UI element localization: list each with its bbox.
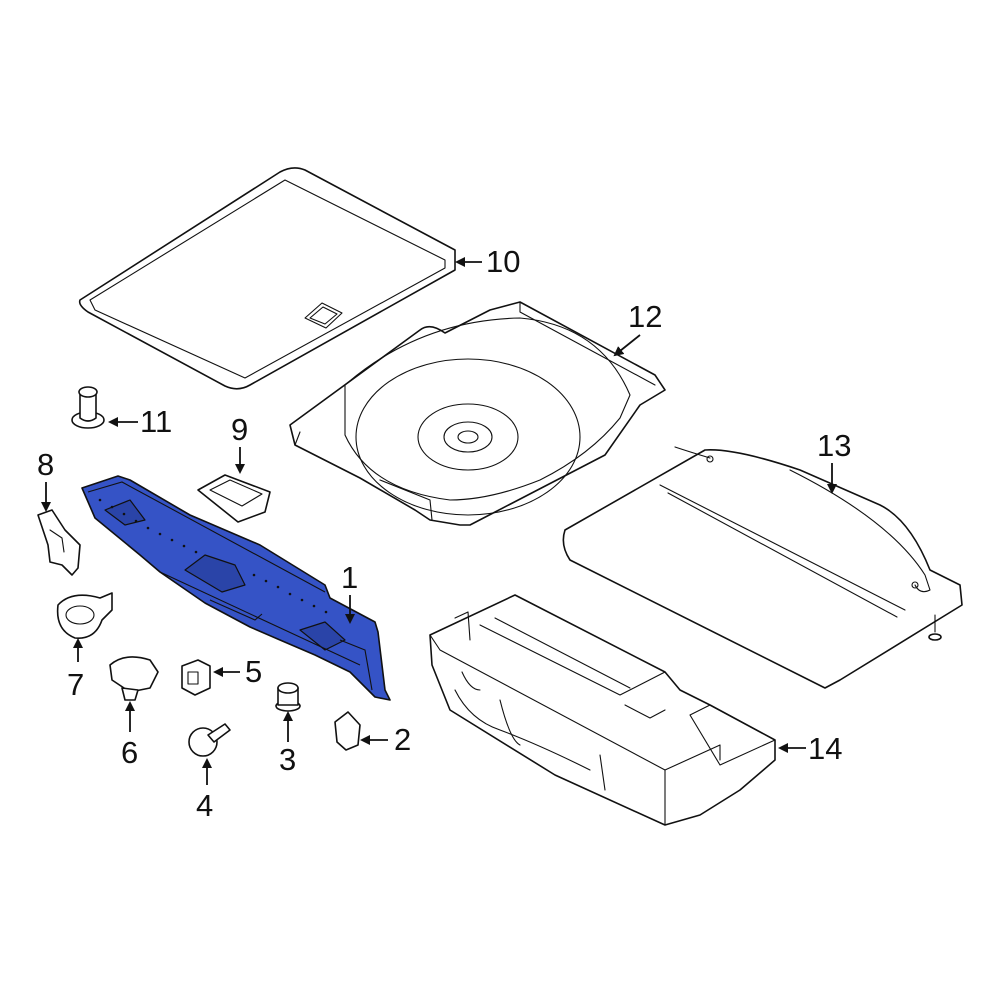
part-10-load-floor-cover[interactable] [78, 167, 456, 390]
part-2-clip[interactable] [334, 711, 361, 751]
callout-12: 12 [628, 299, 662, 334]
callout-labels: 10 12 13 14 1 11 9 8 7 6 5 4 3 2 [37, 244, 851, 823]
callout-3: 3 [279, 742, 296, 777]
part-7-hook[interactable] [56, 592, 113, 639]
callout-6: 6 [121, 735, 138, 770]
part-1-rear-trim-panel[interactable] [81, 475, 391, 701]
callout-11: 11 [140, 404, 172, 439]
callout-14: 14 [808, 731, 842, 766]
callout-1: 1 [341, 560, 358, 595]
part-4-push-pin[interactable] [188, 723, 231, 757]
part-9-cover[interactable] [197, 474, 271, 523]
callout-10: 10 [486, 244, 520, 279]
part-11-pin[interactable] [71, 386, 105, 429]
callout-9: 9 [231, 412, 248, 447]
callout-7: 7 [67, 667, 84, 702]
callout-13: 13 [817, 428, 851, 463]
part-14-storage-box[interactable] [429, 594, 776, 826]
part-12-spare-tire-tray[interactable] [289, 301, 666, 526]
part-13-cargo-cover[interactable] [562, 446, 963, 689]
part-5-clip[interactable] [181, 659, 211, 696]
part-8-bracket[interactable] [37, 509, 81, 576]
callout-4: 4 [196, 788, 213, 823]
part-6-cap[interactable] [109, 656, 159, 701]
callout-5: 5 [245, 654, 262, 689]
leader-lines [41, 257, 837, 785]
callout-2: 2 [394, 722, 411, 757]
callout-8: 8 [37, 447, 54, 482]
part-3-retainer[interactable] [275, 682, 301, 712]
